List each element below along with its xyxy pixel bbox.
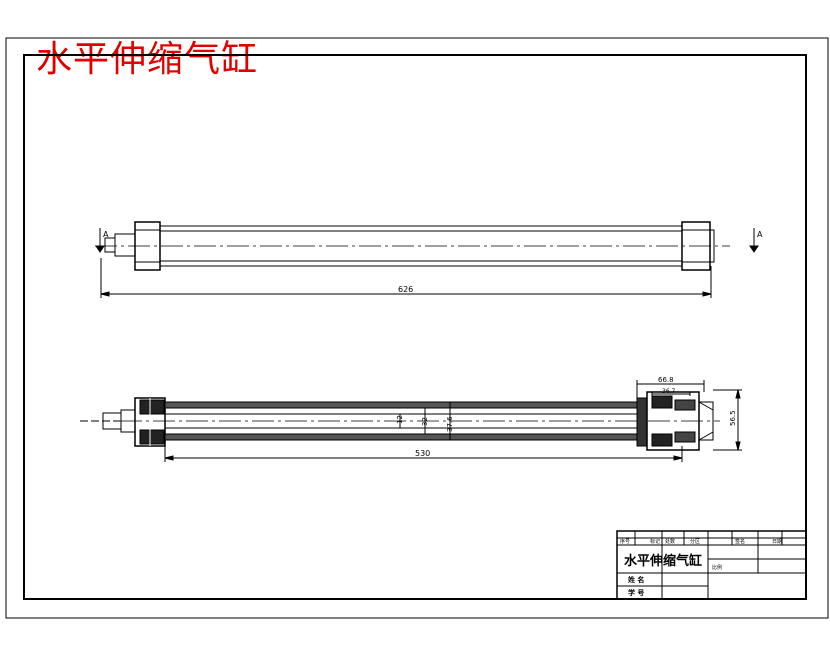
inner-border — [23, 54, 807, 600]
title-block-scale-label: 比例 — [712, 564, 722, 571]
dim-diameter-1: 12 — [396, 415, 404, 424]
dim-diameter-2: 32 — [421, 417, 429, 426]
dim-barrel-length: 530 — [415, 449, 430, 458]
section-mark-right: A — [757, 230, 763, 239]
title-block-designer-label: 姓 名 — [627, 575, 644, 584]
title-block-header-4: 分区 — [690, 538, 700, 545]
title-block-name: 水平伸缩气缸 — [624, 553, 702, 569]
title-block-student-id-label: 学 号 — [628, 588, 644, 597]
section-mark-left: A — [103, 230, 109, 239]
title-block-header-3: 处数 — [665, 538, 675, 545]
outer-border — [5, 37, 829, 619]
title-block-header-1: 序号 — [620, 538, 630, 545]
title-block-header-5: 签名 — [735, 538, 745, 545]
dim-head-width-2: 36.7 — [662, 388, 676, 395]
front-view — [95, 221, 759, 298]
drawing-title: 水平伸缩气缸 — [36, 39, 259, 80]
dim-overall-length: 626 — [398, 285, 413, 294]
dim-head-width-1: 66.8 — [658, 376, 674, 384]
title-block — [616, 530, 807, 600]
section-view — [80, 380, 742, 462]
title-block-header-2: 标记 — [650, 538, 660, 545]
dim-diameter-3: 37.6 — [446, 416, 454, 432]
dim-head-height: 56.5 — [729, 410, 737, 426]
title-block-header-6: 日期 — [772, 539, 782, 545]
